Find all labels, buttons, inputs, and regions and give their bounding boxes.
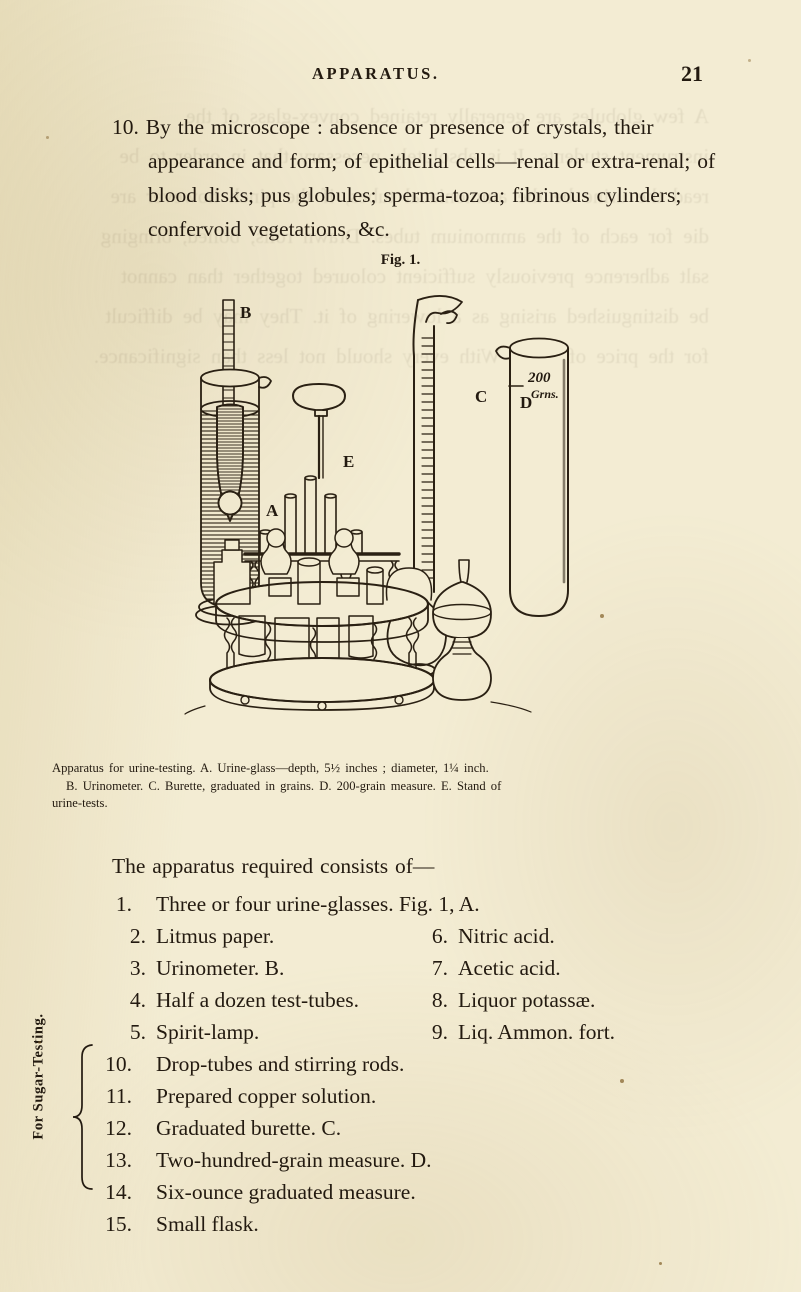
list-item-text: Liquor potassæ. <box>458 988 596 1012</box>
list-item-number: 15. <box>105 1212 132 1236</box>
figure-part-letter-c: C <box>475 387 487 406</box>
list-item-number: 14. <box>105 1180 132 1204</box>
list-item-text: Graduated burette. C. <box>156 1116 342 1140</box>
list-item-text: Two-hundred-grain measure. D. <box>156 1148 432 1172</box>
caption-line-3: urine-tests. <box>52 796 108 810</box>
page-number: 21 <box>681 61 703 86</box>
list-item-text: Six-ounce graduated measure. <box>156 1180 416 1204</box>
paper-speck <box>600 614 604 618</box>
list-item-number: 6. <box>431 924 448 948</box>
list-row: 14. Six-ounce graduated measure. <box>105 1176 712 1208</box>
figure-part-letter-e: E <box>343 452 354 471</box>
figure-part-letter-d: D <box>520 393 532 412</box>
running-head-title: APPARATUS. <box>312 64 440 83</box>
list-item-number: 13. <box>105 1148 132 1172</box>
sugar-testing-label: For Sugar-Testing. <box>30 1013 47 1140</box>
list-item-text: Half a dozen test-tubes. <box>156 988 359 1012</box>
list-row: 5. Spirit-lamp. 9. Liq. Ammon. fort. <box>112 1016 712 1048</box>
list-row: 15. Small flask. <box>105 1208 712 1240</box>
list-row: 4. Half a dozen test-tubes. 8. Liquor po… <box>112 984 712 1016</box>
list-row: 13. Two-hundred-grain measure. D. <box>105 1144 712 1176</box>
list-item-number: 12. <box>105 1116 132 1140</box>
list-item-number: 5. <box>129 1020 146 1044</box>
list-row: 10. Drop-tubes and stirring rods. <box>105 1048 712 1080</box>
paper-speck <box>748 59 751 62</box>
figure-1-engraving: B A C D E 200 Grns. <box>165 282 635 752</box>
list-item-text: Prepared copper solution. <box>156 1084 377 1108</box>
list-row: 11. Prepared copper solution. <box>106 1080 712 1112</box>
measure-value-label: 200 <box>527 370 551 386</box>
paper-speck <box>620 1079 624 1083</box>
list-item-number: 9. <box>431 1020 448 1044</box>
figure-part-letter-b: B <box>240 303 251 322</box>
list-row: 2. Litmus paper. 6. Nitric acid. <box>112 920 712 952</box>
list-item-number: 7. <box>431 956 448 980</box>
list-item-text: Litmus paper. <box>156 924 275 948</box>
paper-speck <box>659 1262 662 1265</box>
list-item-text: Small flask. <box>156 1212 259 1236</box>
figure-part-letter-a: A <box>266 501 279 520</box>
list-item-text: Acetic acid. <box>458 956 561 980</box>
paper-speck <box>38 1041 41 1044</box>
list-item-text: Drop-tubes and stirring rods. <box>156 1052 405 1076</box>
sugar-testing-brace <box>70 1043 96 1191</box>
list-item-text: Three or four urine-glasses. Fig. 1, A. <box>156 892 480 916</box>
apparatus-list: 1. Three or four urine-glasses. Fig. 1, … <box>105 888 712 1240</box>
list-item-number: 2. <box>129 924 146 948</box>
list-item-number: 3. <box>129 956 146 980</box>
list-row: 3. Urinometer. B. 7. Acetic acid. <box>112 952 712 984</box>
list-row: 1. Three or four urine-glasses. Fig. 1, … <box>112 888 712 920</box>
list-row: 12. Graduated burette. C. <box>105 1112 712 1144</box>
paragraph-10: 10. By the microscope : absence or prese… <box>112 115 716 241</box>
list-item-text: Nitric acid. <box>458 924 555 948</box>
figure-label: Fig. 1. <box>380 252 421 268</box>
list-item-number: 11. <box>105 1084 132 1108</box>
measure-unit-label: Grns. <box>531 387 559 401</box>
list-item-number: 10. <box>105 1052 132 1076</box>
running-head: APPARATUS. 21 <box>96 61 705 90</box>
list-item-number: 1. <box>115 892 132 916</box>
paper-speck <box>46 136 49 139</box>
caption-line-1: Apparatus for urine-testing. A. Urine-gl… <box>52 761 489 775</box>
list-item-text: Spirit-lamp. <box>156 1020 260 1044</box>
figure-caption: Apparatus for urine-testing. A. Urine-gl… <box>52 760 752 813</box>
caption-line-2: B. Urinometer. C. Burette, graduated in … <box>66 778 502 793</box>
list-item-number: 8. <box>431 988 448 1012</box>
list-item-number: 4. <box>129 988 146 1012</box>
list-lead-in: The apparatus required consists of— <box>112 854 435 878</box>
list-item-text: Urinometer. B. <box>156 956 285 980</box>
list-item-text: Liq. Ammon. fort. <box>458 1020 616 1044</box>
